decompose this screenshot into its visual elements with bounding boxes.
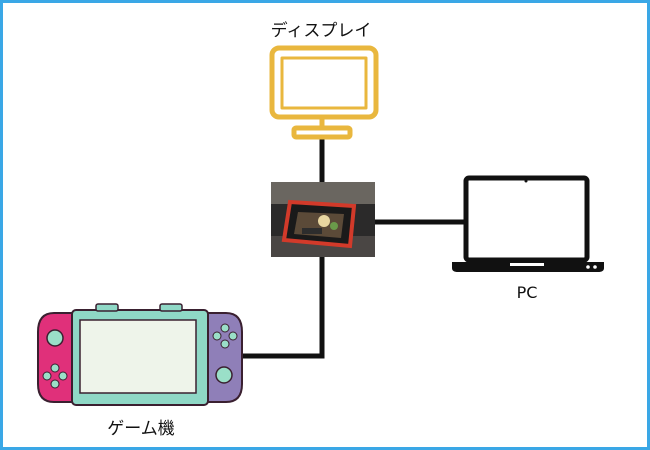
game-console-label: ゲーム機 [107,419,175,439]
cable-capture-to-console [240,254,325,359]
handheld-console-icon [37,303,243,406]
cables [240,137,469,359]
laptop-icon [452,175,604,272]
monitor-icon [269,45,379,140]
display-label: ディスプレイ [270,21,372,41]
capture-board-photo [271,182,375,257]
pc-label: PC [516,283,538,302]
